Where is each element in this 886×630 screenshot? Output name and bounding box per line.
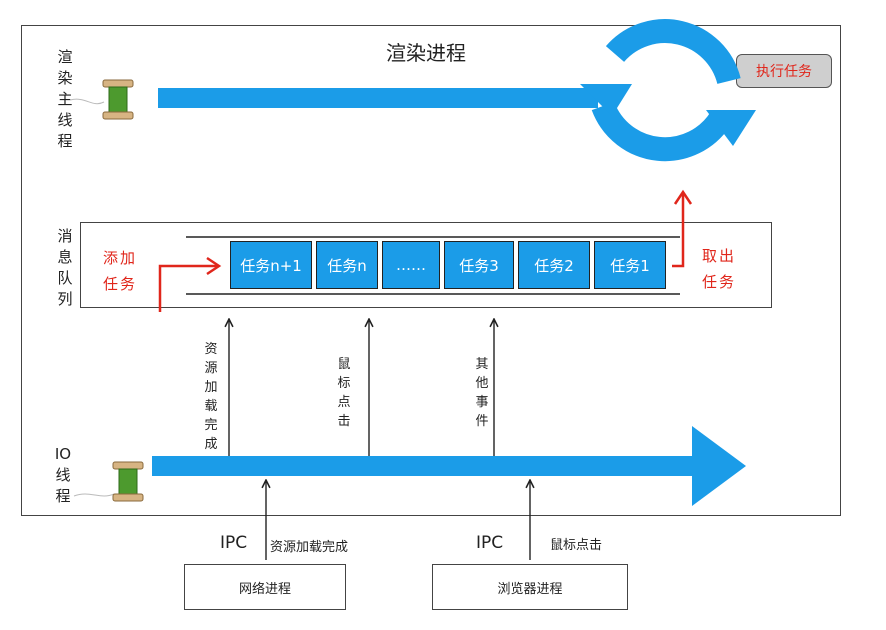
task-cell-3: …… — [382, 241, 440, 289]
main-thread-label: 渲染主线程 — [57, 48, 73, 150]
io-thread-label: IO线程 — [54, 445, 72, 505]
ipc-message-network: 资源加载完成 — [270, 540, 349, 555]
io-thread-arrowhead — [692, 426, 746, 506]
ipc-tag-network: IPC — [220, 533, 248, 553]
message-queue-label: 消息队列 — [57, 227, 73, 308]
task-cell-6: 任务1 — [594, 241, 666, 289]
ipc-message-browser: 鼠标点击 — [550, 538, 603, 553]
browser-process-box: 浏览器进程 — [432, 564, 628, 610]
add-task-label: 添加任务 — [103, 249, 138, 293]
event-label-resource-loaded: 资源加载完成 — [204, 342, 218, 452]
main-thread-bar — [158, 88, 598, 108]
take-task-arrow — [672, 189, 693, 268]
execute-cycle-icon — [580, 19, 756, 162]
take-task-label: 取出任务 — [702, 247, 737, 291]
render-process-title: 渲染进程 — [386, 41, 466, 65]
network-process-box: 网络进程 — [184, 564, 346, 610]
main-thread-spool-icon — [69, 79, 134, 120]
task-cell-5: 任务2 — [518, 241, 590, 289]
task-cell-4: 任务3 — [444, 241, 514, 289]
io-thread-spool-icon — [73, 461, 144, 502]
event-label-other-events: 其他事件 — [475, 357, 489, 429]
task-cell-2: 任务n — [316, 241, 378, 289]
event-label-mouse-click: 鼠标点击 — [337, 357, 351, 429]
execute-task-callout: 执行任务 — [736, 54, 832, 88]
ipc-tag-browser: IPC — [476, 533, 504, 553]
add-task-arrow — [158, 256, 222, 312]
render-process-frame — [21, 25, 841, 516]
task-cell-1: 任务n+1 — [230, 241, 312, 289]
io-thread-bar — [152, 456, 704, 476]
message-queue-box — [80, 222, 772, 308]
